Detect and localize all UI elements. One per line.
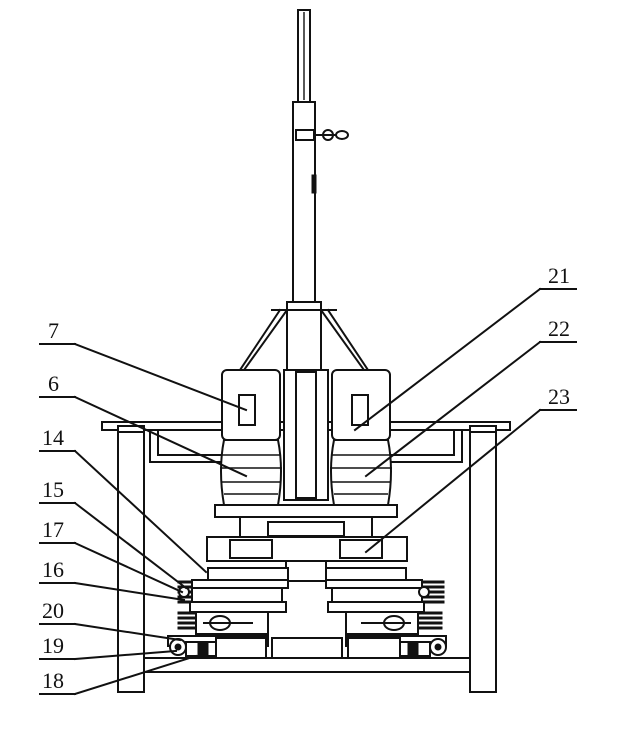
- right-upper-brush: [418, 580, 445, 604]
- gearbox-assembly: [206, 504, 408, 582]
- part-labels: 7 6 14 15 17 16 20 19 18 21 22 23: [42, 263, 570, 693]
- label-7: 7: [48, 318, 59, 343]
- right-lower-brush: [417, 611, 443, 630]
- label-22: 22: [548, 316, 570, 341]
- label-18: 18: [42, 668, 64, 693]
- right-motor: [330, 369, 392, 506]
- label-16: 16: [42, 557, 64, 582]
- label-14: 14: [42, 425, 64, 450]
- label-17: 17: [42, 517, 64, 542]
- label-23: 23: [548, 384, 570, 409]
- lower-disc-assembly: [167, 611, 447, 659]
- upper-bracket: [238, 301, 370, 372]
- label-21: 21: [548, 263, 570, 288]
- frame-legs: [117, 425, 497, 693]
- left-lower-brush: [177, 611, 197, 630]
- upper-disc-assembly: [177, 567, 445, 613]
- label-20: 20: [42, 598, 64, 623]
- label-19: 19: [42, 633, 64, 658]
- label-15: 15: [42, 477, 64, 502]
- central-shaft: [283, 369, 329, 501]
- left-motor: [220, 369, 282, 506]
- leader-lines: [39, 287, 577, 696]
- vertical-mast: [292, 9, 349, 303]
- label-6: 6: [48, 371, 59, 396]
